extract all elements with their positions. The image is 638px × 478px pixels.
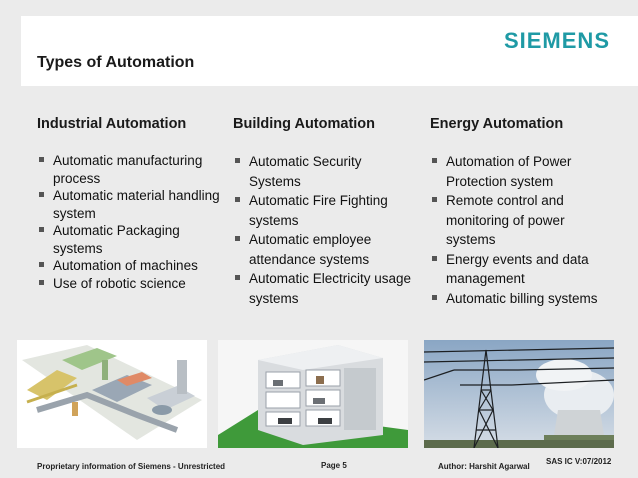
energy-automation-image: [424, 340, 614, 448]
bullet-list: Automatic manufacturing process Automati…: [37, 152, 227, 292]
list-item: Automation of Power Protection system: [430, 152, 615, 191]
list-item: Remote control and monitoring of power s…: [430, 191, 615, 250]
column-energy: Energy Automation Automation of Power Pr…: [430, 116, 615, 308]
column-industrial: Industrial Automation Automatic manufact…: [37, 116, 227, 292]
column-heading: Energy Automation: [430, 116, 564, 132]
bullet-icon: [432, 255, 437, 261]
list-item: Automatic manufacturing process: [37, 152, 227, 187]
list-item: Automatic Electricity usage systems: [233, 269, 413, 308]
list-item: Automatic Fire Fighting systems: [233, 191, 413, 230]
footer-proprietary: Proprietary information of Siemens - Unr…: [37, 462, 226, 471]
list-item: Energy events and data management: [430, 250, 615, 289]
building-automation-image: [218, 340, 408, 448]
power-tower-illustration: [424, 340, 614, 448]
factory-illustration: [17, 340, 207, 448]
header-bar: SIEMENS Types of Automation: [21, 16, 638, 86]
bullet-list: Automatic Security Systems Automatic Fir…: [233, 152, 413, 308]
siemens-logo: SIEMENS: [503, 28, 610, 53]
bullet-icon: [235, 275, 240, 280]
bullet-icon: [432, 294, 437, 300]
slide-title: Types of Automation: [37, 54, 195, 71]
list-item: Use of robotic science: [37, 275, 227, 293]
bullet-icon: [39, 262, 44, 267]
bullet-icon: [432, 158, 437, 163]
factory-automation-image: [17, 340, 207, 448]
bullet-icon: [235, 197, 240, 202]
footer-version: SAS IC V:07/2012: [546, 457, 612, 466]
list-item: Automation of machines: [37, 257, 227, 275]
building-illustration: [218, 340, 408, 448]
list-item: Automatic Packaging systems: [37, 222, 227, 257]
bullet-icon: [39, 227, 44, 232]
column-heading: Industrial Automation: [37, 116, 187, 132]
bullet-icon: [235, 158, 240, 163]
column-building: Building Automation Automatic Security S…: [233, 116, 413, 308]
footer-author: Author: Harshit Agarwal: [438, 462, 530, 471]
list-item: Automatic Security Systems: [233, 152, 413, 191]
column-heading: Building Automation: [233, 116, 376, 132]
bullet-icon: [235, 236, 240, 241]
list-item: Automatic employee attendance systems: [233, 230, 413, 269]
list-item: Automatic billing systems: [430, 289, 615, 309]
bullet-icon: [432, 197, 437, 202]
bullet-icon: [39, 157, 44, 162]
bullet-icon: [39, 192, 44, 197]
list-item: Automatic material handling system: [37, 187, 227, 222]
footer-page-number: Page 5: [321, 461, 347, 470]
bullet-list: Automation of Power Protection system Re…: [430, 152, 615, 308]
bullet-icon: [39, 279, 44, 285]
